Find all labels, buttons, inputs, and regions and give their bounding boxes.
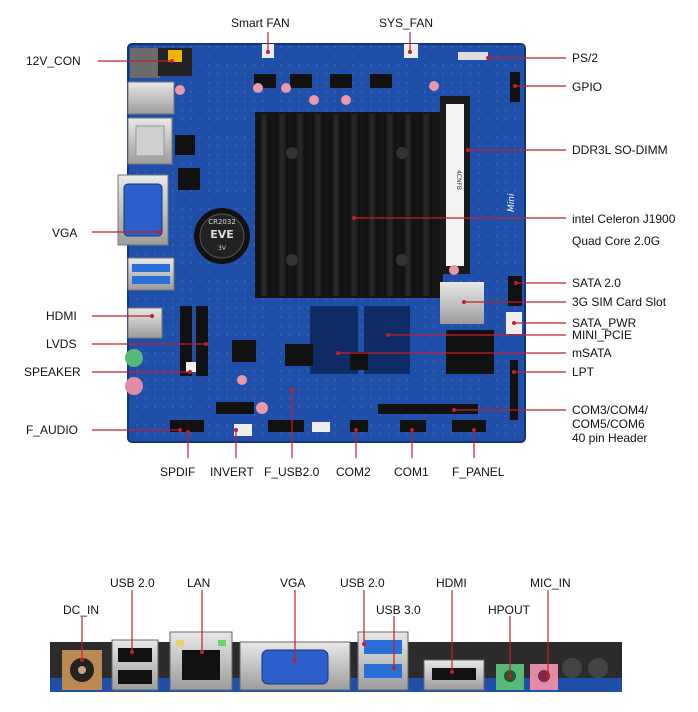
label-sys-fan: SYS_FAN (379, 16, 434, 30)
label-sata-pwr: SATA_PWR (572, 316, 637, 330)
label-lvds: LVDS (46, 337, 77, 351)
label-12v-con: 12V_CON (26, 54, 81, 68)
label-com1: COM1 (394, 465, 429, 479)
label-com-3: 40 pin Header (572, 431, 648, 445)
label-lpt: LPT (572, 365, 595, 379)
board-components (170, 44, 522, 436)
label-io-usb30: USB 3.0 (376, 603, 421, 617)
label-ddr3l: DDR3L SO-DIMM (572, 143, 668, 157)
label-spdif: SPDIF (160, 465, 196, 479)
label-smart-fan: Smart FAN (231, 16, 290, 30)
board-logo: Mini (507, 193, 517, 212)
cpu-heatsink (255, 112, 443, 298)
label-f-audio: F_AUDIO (26, 423, 79, 437)
label-invert: INVERT (210, 465, 254, 479)
label-com-2: COM5/COM6 (572, 417, 645, 431)
sodimm-slot: 4CNFB (440, 96, 470, 274)
label-cpu-1: intel Celeron J1900 (572, 212, 676, 226)
label-vga: VGA (52, 226, 78, 240)
label-io-mic-in: MIC_IN (530, 576, 571, 590)
label-mini-pcie: MINI_PCIE (572, 328, 633, 342)
battery-brand: EVE (210, 228, 234, 241)
label-io-hpout: HPOUT (488, 603, 530, 617)
label-ps2: PS/2 (572, 51, 599, 65)
io-callout-dots (80, 642, 550, 678)
board-capacitors (175, 81, 459, 414)
label-io-usb20-right: USB 2.0 (340, 576, 385, 590)
label-f-panel: F_PANEL (452, 465, 505, 479)
label-sim: 3G SIM Card Slot (572, 295, 667, 309)
label-io-lan: LAN (187, 576, 211, 590)
label-sata: SATA 2.0 (572, 276, 621, 290)
label-io-usb20-left: USB 2.0 (110, 576, 155, 590)
io-panel (50, 631, 622, 692)
label-io-dc-in: DC_IN (63, 603, 100, 617)
label-hdmi: HDMI (46, 309, 77, 323)
rear-io-column (117, 48, 192, 395)
cmos-battery: CR2032 EVE 3V (194, 208, 250, 264)
label-io-vga: VGA (280, 576, 306, 590)
label-io-hdmi: HDMI (436, 576, 467, 590)
io-callout-lines (81, 590, 549, 676)
battery-volt: 3V (218, 245, 227, 252)
top-callout-dots (150, 50, 518, 434)
label-com-1: COM3/COM4/ (572, 403, 649, 417)
label-f-usb: F_USB2.0 (264, 465, 320, 479)
logo-text: Mini (507, 193, 517, 212)
top-callout-lines (92, 32, 566, 458)
label-speaker: SPEAKER (24, 365, 81, 379)
dimm-text: 4CNFB (455, 170, 462, 190)
label-gpio: GPIO (572, 80, 603, 94)
label-com2: COM2 (336, 465, 371, 479)
battery-model: CR2032 (208, 218, 236, 226)
label-msata: mSATA (572, 346, 612, 360)
label-cpu-2: Quad Core 2.0G (572, 234, 661, 248)
